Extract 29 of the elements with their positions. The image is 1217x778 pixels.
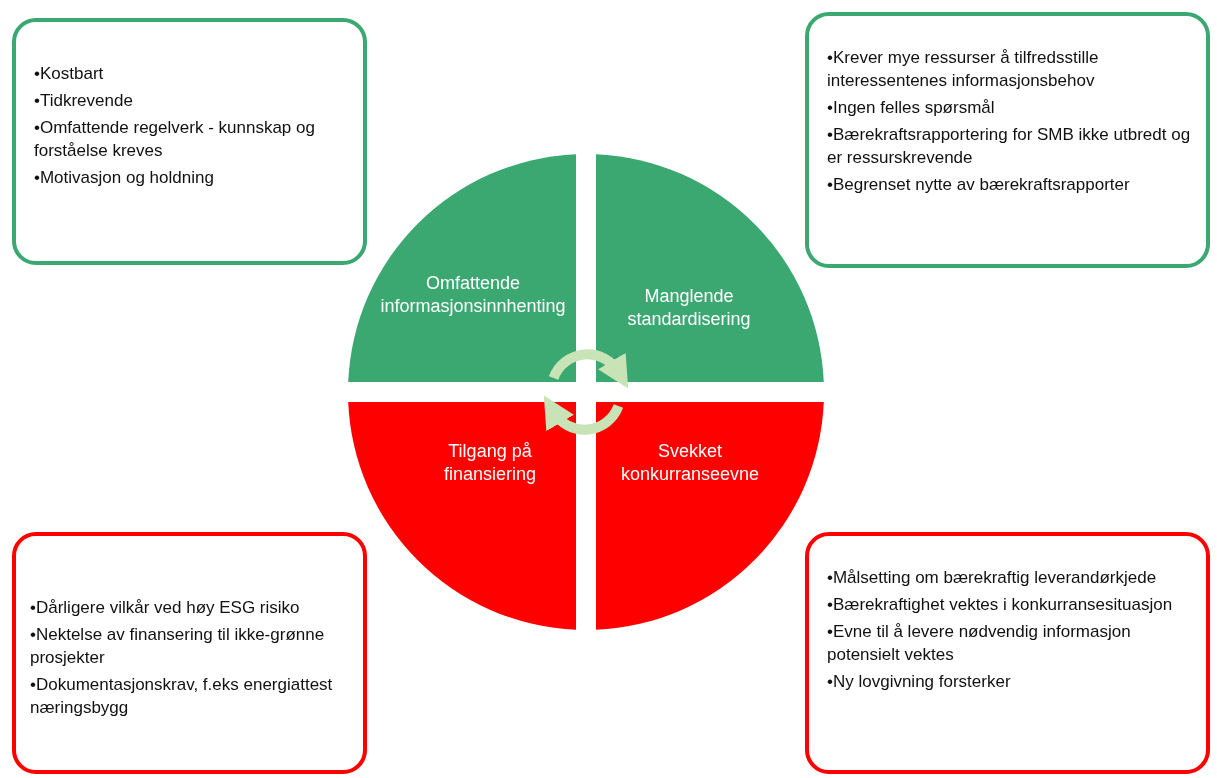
cycle-arrow	[542, 396, 623, 435]
bullet-text: •Begrenset nytte av bærekraftsrapporter	[827, 174, 1131, 196]
bullet-text: •Nektelse av finansering til ikke-grønne prosjekter	[30, 624, 326, 669]
bullet-text: •Kostbart	[34, 63, 105, 85]
callout-box	[805, 12, 1210, 268]
quadrant-segment	[596, 402, 824, 630]
bullet-text: •Dokumentasjonskrav, f.eks energiattest næringsbygg	[30, 674, 334, 719]
bullet-text: •Bærekraftsrapportering for SMB ikke utbredt og er ressurskrevende	[827, 124, 1192, 169]
bullet-text: •Omfattende regelverk - kunnskap og forståelse kreves	[34, 117, 316, 162]
bullet-text: •Målsetting om bærekraftig leverandørkjede	[827, 567, 1158, 589]
quadrant-title: Omfattende informasjonsinnhenting	[379, 272, 567, 318]
bullet-text: •Ny lovgivning forsterker	[827, 671, 1012, 693]
bullet-text: •Krever mye ressurser å tilfredsstille interessentenes informasjonsbehov	[827, 47, 1100, 92]
bullet-text: •Ingen felles spørsmål	[827, 97, 996, 119]
bullet-text: •Motivasjon og holdning	[34, 167, 215, 189]
quadrant-title: Manglende standardisering	[626, 285, 752, 331]
callout-box	[12, 18, 367, 265]
callout-box	[12, 532, 367, 774]
bullet-text: •Evne til å levere nødvendig informasjon potensielt vektes	[827, 621, 1132, 666]
bullet-text: •Tidkrevende	[34, 90, 134, 112]
bullet-text: •Bærekraftighet vektes i konkurransesituasjon	[827, 594, 1174, 616]
quadrant-segment	[596, 154, 824, 382]
quadrant-title: Svekket konkurranseevne	[619, 440, 761, 486]
quadrant-title: Tilgang på finansiering	[442, 440, 538, 486]
bullet-text: •Dårligere vilkår ved høy ESG risiko	[30, 597, 301, 619]
cycle-arrow	[549, 349, 630, 388]
quadrant-segment	[348, 402, 576, 630]
quadrant-segment	[348, 154, 576, 382]
callout-box	[805, 532, 1210, 774]
